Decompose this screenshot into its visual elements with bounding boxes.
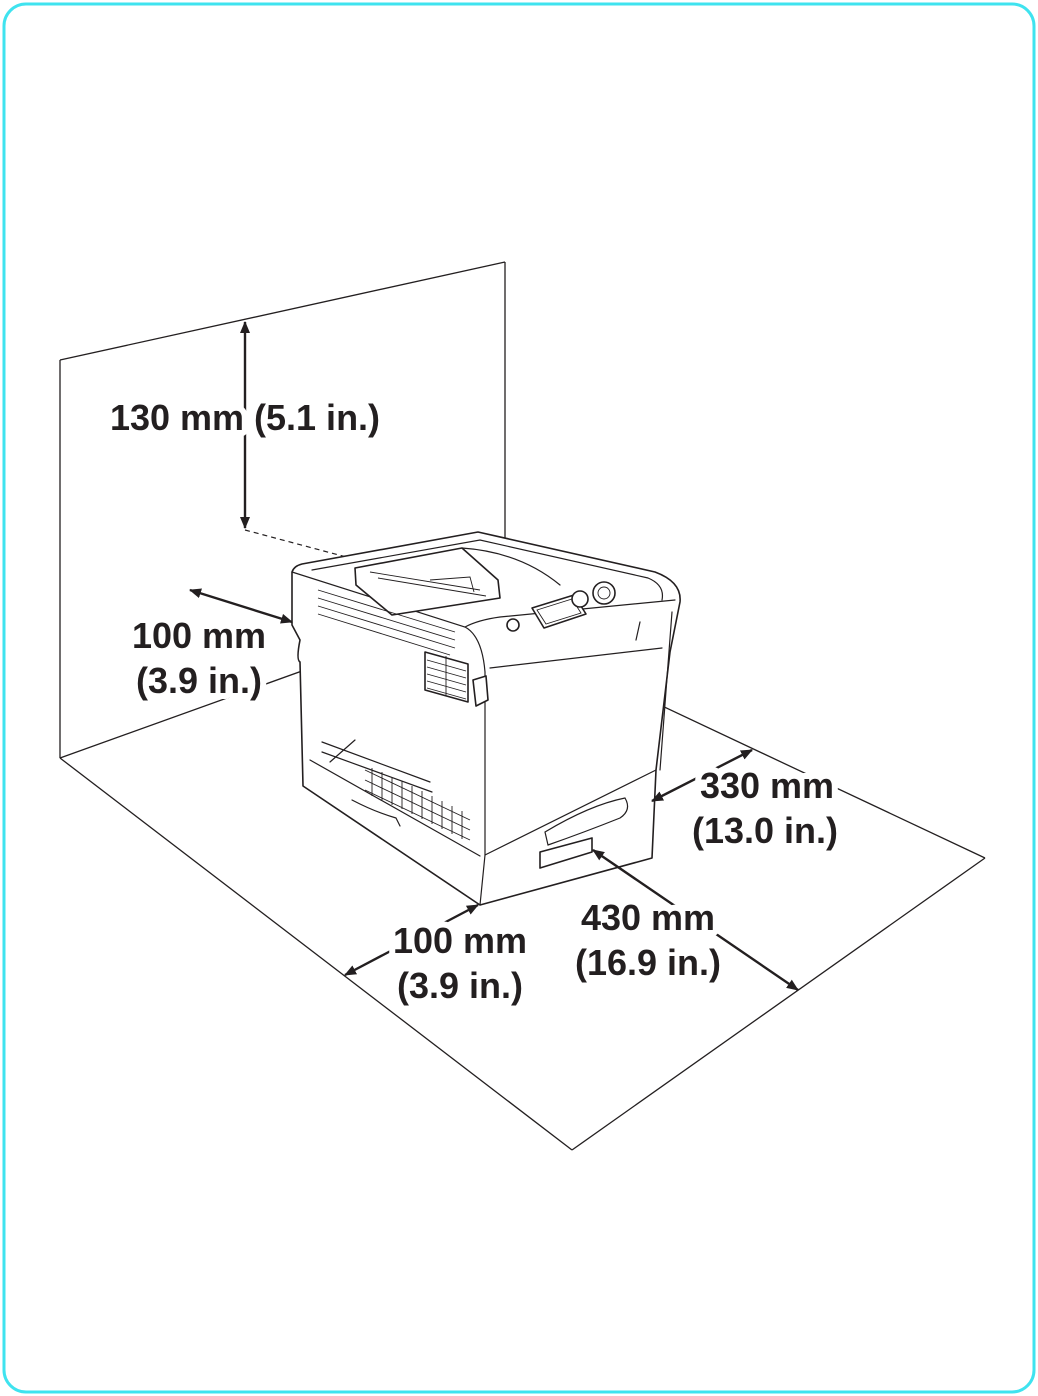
dimension-arrows — [189, 321, 799, 991]
side-tray-grip — [309, 759, 481, 857]
dimension-labels: 130 mm (5.1 in.) 100 mm (3.9 in.) 330 mm… — [104, 391, 844, 1012]
output-tray-guide — [369, 571, 487, 597]
printer-right-edge — [635, 611, 673, 771]
side-lower-grille — [364, 768, 471, 841]
arrow-floor-back-clearance — [651, 748, 753, 803]
side-vent — [424, 651, 469, 703]
side-lower-grille-lines — [364, 768, 471, 841]
front-tray-recess — [544, 797, 629, 846]
printer-front-top-edge — [464, 599, 676, 628]
side-lower-handle — [321, 739, 433, 793]
arrow-wall-left-clearance — [189, 588, 293, 624]
label-floor-front-left-mm: 100 mm — [393, 920, 527, 961]
label-floor-back-in: (13.0 in.) — [692, 810, 838, 851]
label-floor-front-left-in: (3.9 in.) — [397, 965, 523, 1006]
label-wall-left-in: (3.9 in.) — [136, 660, 262, 701]
floor-front-left-edge — [59, 757, 573, 1151]
lcd-screen-inner — [536, 598, 582, 625]
printer-illustration — [291, 531, 681, 906]
label-floor-back-mm: 330 mm — [700, 765, 834, 806]
control-panel — [506, 581, 616, 632]
side-upper-grooves — [317, 589, 456, 656]
panel-dial-inner — [597, 586, 611, 600]
wall-top-edge — [59, 261, 506, 361]
printer-top-inner — [311, 539, 664, 601]
arrow-floor-front-right-clearance — [592, 849, 799, 991]
front-tray-label-slot — [539, 837, 593, 869]
side-vent-slats — [426, 656, 467, 700]
panel-button-middle — [571, 590, 589, 608]
arrow-floor-front-left-clearance — [344, 903, 479, 977]
label-wall-left-mm: 100 mm — [132, 615, 266, 656]
label-vertical-clearance: 130 mm (5.1 in.) — [110, 397, 380, 438]
floor-front-right-edge — [571, 857, 986, 1151]
panel-button-left — [506, 618, 520, 632]
label-floor-front-right-mm: 430 mm — [581, 897, 715, 938]
label-floor-front-right-in: (16.9 in.) — [575, 942, 721, 983]
front-latch — [472, 675, 489, 707]
top-cover-ridge — [461, 547, 561, 586]
printer-front-lip — [489, 647, 663, 669]
panel-dial-outer — [592, 581, 616, 605]
front-tray-top-edge — [484, 769, 657, 856]
